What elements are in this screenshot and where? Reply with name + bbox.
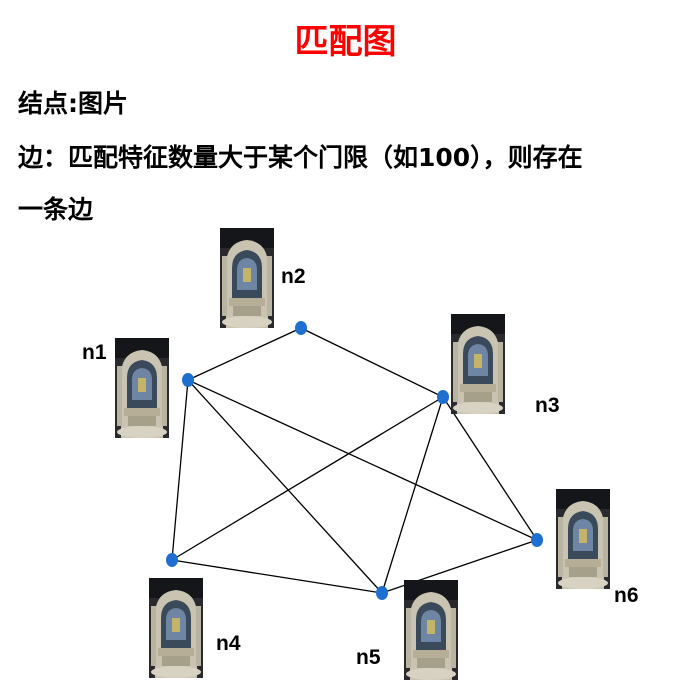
n2-photo: [220, 228, 274, 328]
node-label-n2: n2: [281, 265, 306, 288]
node-dot-n6: [531, 533, 543, 547]
edge-layer: [171, 327, 538, 594]
edge-definition-text-cont: 一条边: [18, 195, 94, 224]
node-dot-n5: [376, 586, 388, 600]
node-label-n6: n6: [614, 584, 639, 607]
node-dot-n1: [182, 373, 194, 387]
node-dot-n4: [166, 553, 178, 567]
n1-photo: [115, 338, 169, 438]
edge-n1-n6: [187, 379, 538, 541]
edge-n1-n5: [187, 379, 383, 594]
edge-n3-n4: [171, 396, 444, 561]
edge-n3-n6: [442, 396, 538, 541]
node-layer: [166, 321, 543, 600]
edge-n1-n2: [187, 327, 302, 381]
node-label-n3: n3: [535, 394, 560, 417]
node-definition-text: 结点:图片: [18, 89, 128, 118]
edge-n4-n5: [171, 559, 383, 594]
n5-photo: [404, 580, 458, 680]
edge-n1-n4: [171, 379, 189, 561]
edge-n2-n3: [300, 327, 444, 398]
page-title: 匹配图: [294, 22, 397, 62]
n4-photo: [149, 578, 203, 678]
node-dot-n2: [295, 321, 307, 335]
edge-definition-text: 边：匹配特征数量大于某个门限（如100），则存在: [18, 143, 583, 172]
node-label-n5: n5: [356, 646, 381, 669]
node-label-n1: n1: [82, 341, 107, 364]
n6-photo: [556, 489, 610, 589]
node-label-n4: n4: [216, 632, 241, 655]
node-dot-n3: [437, 390, 449, 404]
n3-photo: [451, 314, 505, 414]
edge-n3-n5: [381, 396, 444, 594]
